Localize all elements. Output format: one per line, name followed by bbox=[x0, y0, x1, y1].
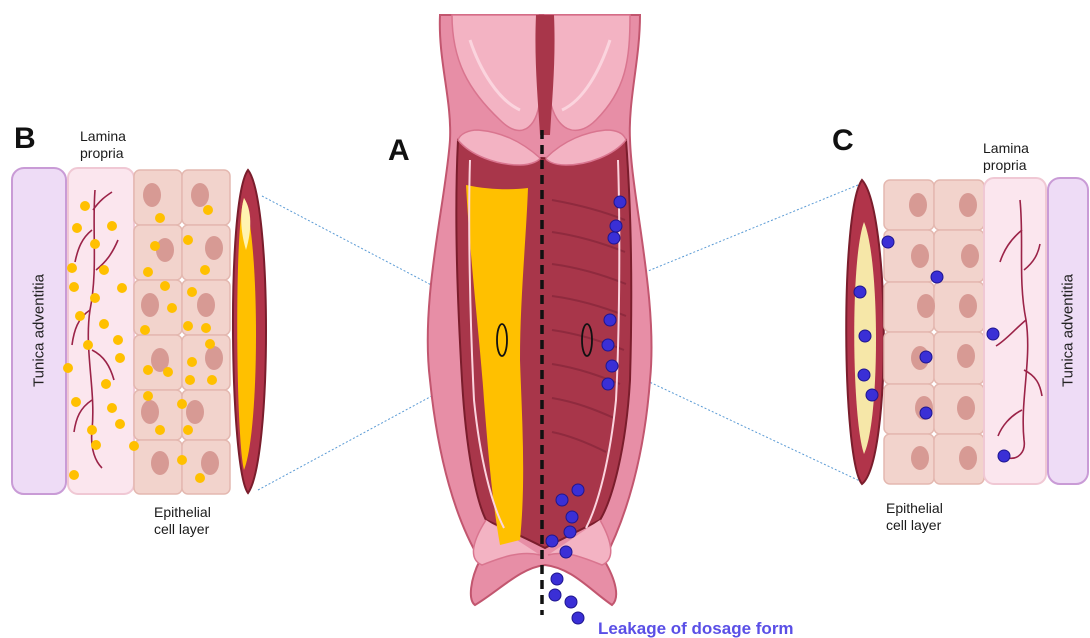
lamina-propria-label-b: Lamina propria bbox=[80, 128, 126, 162]
vagina-cross-section bbox=[428, 15, 652, 624]
lamina-propria-label-c: Lamina propria bbox=[983, 140, 1029, 174]
tissue-panel-c bbox=[846, 178, 1088, 484]
epithelial-b-line1: Epithelial bbox=[154, 504, 211, 521]
epithelial-c-line2: cell layer bbox=[886, 517, 943, 534]
epithelial-cells-c bbox=[884, 180, 984, 484]
tunica-adventitia-label-c: Tunica adventitia bbox=[1060, 271, 1077, 391]
lamina-propria-c-line1: Lamina bbox=[983, 140, 1029, 157]
epithelial-label-c: Epithelial cell layer bbox=[886, 500, 943, 534]
panel-label-b: B bbox=[14, 122, 36, 156]
lamina-propria-b-line1: Lamina bbox=[80, 128, 126, 145]
leakage-label: Leakage of dosage form bbox=[598, 620, 794, 637]
epithelial-label-b: Epithelial cell layer bbox=[154, 504, 211, 538]
panel-label-a: A bbox=[388, 134, 410, 168]
lamina-propria-c-line2: propria bbox=[983, 157, 1029, 174]
lamina-propria-b bbox=[68, 168, 134, 494]
tissue-panel-b bbox=[12, 168, 266, 494]
tunica-adventitia-label-b: Tunica adventitia bbox=[31, 271, 48, 391]
panel-label-c: C bbox=[832, 124, 854, 158]
lamina-propria-b-line2: propria bbox=[80, 145, 126, 162]
epithelial-b-line2: cell layer bbox=[154, 521, 211, 538]
epithelial-c-line1: Epithelial bbox=[886, 500, 943, 517]
